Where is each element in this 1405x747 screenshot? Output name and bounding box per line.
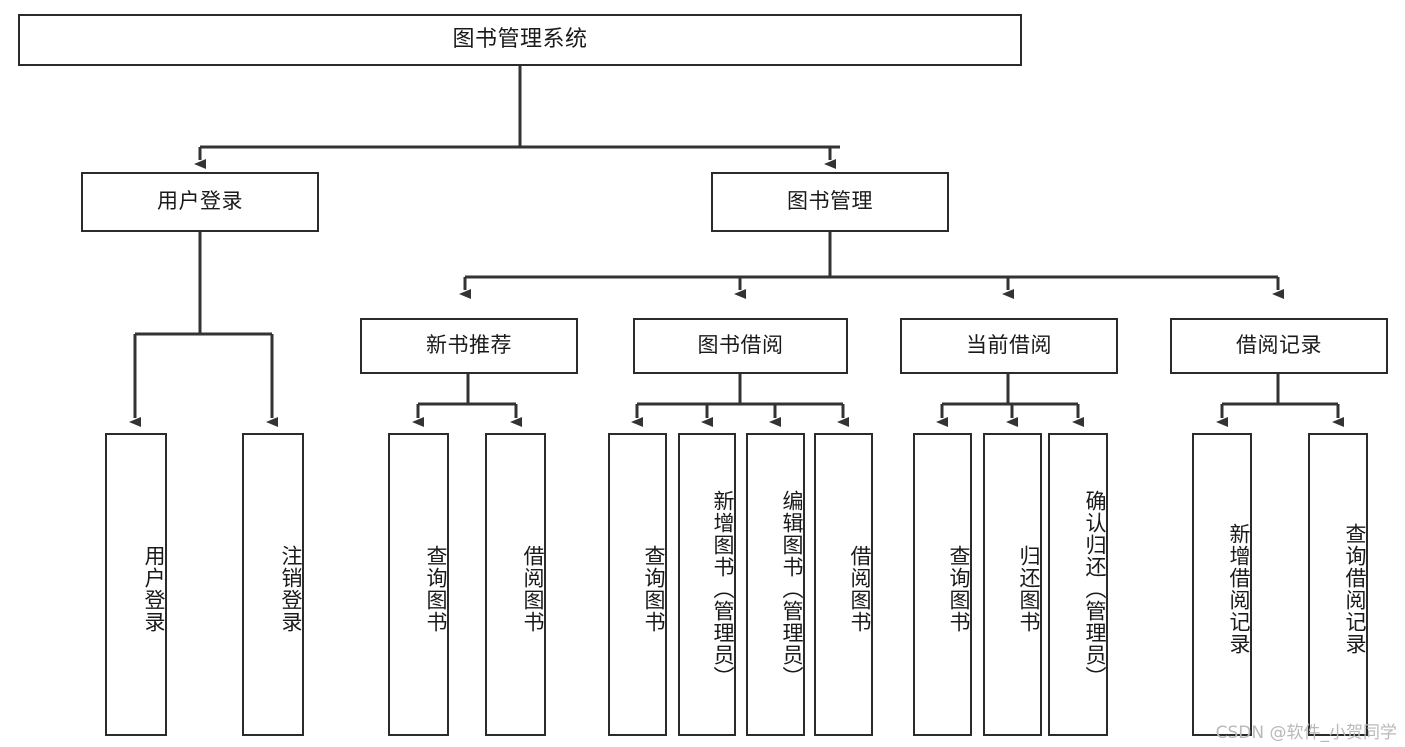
node-book-management[interactable]: 图书管理: [711, 172, 949, 232]
node-new-book-recommend[interactable]: 新书推荐: [360, 318, 578, 374]
node-label: 查询借阅记录: [1343, 522, 1367, 655]
leaf-logout[interactable]: 注销登录: [242, 433, 304, 736]
node-label: 图书管理: [787, 189, 873, 214]
leaf-return-book[interactable]: 归还图书: [983, 433, 1042, 736]
node-label: 借阅图书: [521, 544, 545, 633]
leaf-borrow-book-recommend[interactable]: 借阅图书: [485, 433, 546, 736]
node-current-borrow[interactable]: 当前借阅: [900, 318, 1118, 374]
node-label: 借阅图书: [848, 544, 872, 633]
node-label: 当前借阅: [966, 333, 1052, 358]
node-book-borrow[interactable]: 图书借阅: [633, 318, 848, 374]
leaf-query-book-borrow[interactable]: 查询图书: [608, 433, 667, 736]
csdn-watermark: CSDN @软件_小贺同学: [1215, 723, 1397, 743]
node-label: 新增图书（管理员）: [711, 489, 735, 688]
node-user-login[interactable]: 用户登录: [81, 172, 319, 232]
leaf-borrow-book[interactable]: 借阅图书: [814, 433, 873, 736]
node-label: 新增借阅记录: [1227, 522, 1251, 655]
leaf-add-borrow-record[interactable]: 新增借阅记录: [1192, 433, 1252, 736]
node-label: 注销登录: [279, 544, 303, 633]
node-label: 用户登录: [157, 189, 243, 214]
node-borrow-record[interactable]: 借阅记录: [1170, 318, 1388, 374]
node-label: 编辑图书（管理员）: [780, 489, 804, 688]
node-label: 查询图书: [642, 544, 666, 633]
leaf-query-book-recommend[interactable]: 查询图书: [388, 433, 449, 736]
node-label: 查询图书: [947, 544, 971, 633]
node-label: 新书推荐: [426, 333, 512, 358]
leaf-confirm-return-admin[interactable]: 确认归还（管理员）: [1048, 433, 1108, 736]
node-label: 用户登录: [142, 544, 166, 633]
node-label: 借阅记录: [1236, 333, 1322, 358]
node-label: 查询图书: [424, 544, 448, 633]
leaf-query-book-current[interactable]: 查询图书: [913, 433, 972, 736]
node-label: 图书管理系统: [452, 26, 588, 52]
leaf-user-login[interactable]: 用户登录: [105, 433, 167, 736]
node-label: 确认归还（管理员）: [1083, 489, 1107, 688]
node-label: 图书借阅: [697, 333, 784, 358]
leaf-query-borrow-record[interactable]: 查询借阅记录: [1308, 433, 1368, 736]
node-label: 归还图书: [1017, 544, 1041, 633]
leaf-add-book-admin[interactable]: 新增图书（管理员）: [678, 433, 736, 736]
node-root-book-management-system[interactable]: 图书管理系统: [18, 14, 1022, 66]
leaf-edit-book-admin[interactable]: 编辑图书（管理员）: [746, 433, 805, 736]
